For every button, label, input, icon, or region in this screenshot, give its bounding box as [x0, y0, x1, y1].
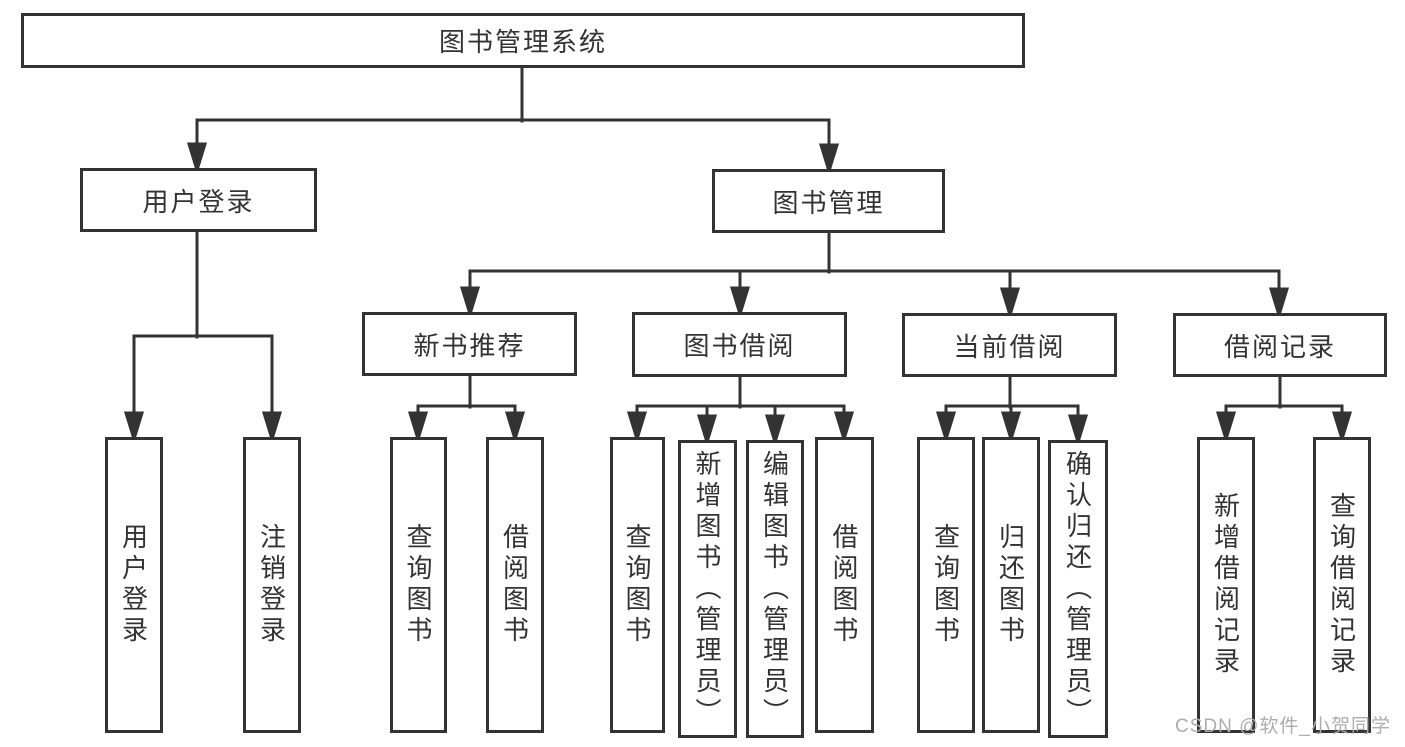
arrowhead-down-icon [833, 411, 855, 445]
leaf-add-borrow-record: 新增借阅记录 [1197, 437, 1255, 733]
arrowhead-down-icon [626, 411, 648, 445]
leaf-confirm-return-admin: 确认归还（管理员） [1048, 440, 1108, 738]
arrowhead-down-icon [459, 286, 481, 320]
node-library-management-system: 图书管理系统 [21, 13, 1025, 68]
connector-borrowing-records-to-children [1215, 375, 1353, 445]
node-user-login: 用户登录 [80, 168, 317, 232]
leaf-add-books-admin: 新增图书（管理员） [678, 440, 737, 738]
node-book-management: 图书管理 [712, 169, 945, 233]
connector-book-management-to-level3 [459, 231, 1290, 321]
leaf-logout: 注销登录 [243, 437, 301, 733]
arrowhead-down-icon [186, 142, 208, 176]
connector-root-to-level2 [186, 64, 840, 177]
arrowhead-down-icon [764, 414, 786, 448]
connector-new-book-recommend-to-children [407, 374, 526, 445]
arrowhead-down-icon [407, 411, 429, 445]
arrowhead-down-icon [1215, 411, 1237, 445]
arrowhead-down-icon [696, 414, 718, 448]
arrowhead-down-icon [1000, 411, 1022, 445]
node-new-book-recommend: 新书推荐 [362, 312, 577, 376]
arrowhead-down-icon [999, 287, 1021, 321]
leaf-borrow-books-recommend: 借阅图书 [486, 437, 544, 733]
arrowhead-down-icon [729, 286, 751, 320]
connector-user-login-to-children [123, 230, 283, 445]
leaf-return-books: 归还图书 [982, 437, 1040, 733]
arrowhead-down-icon [1268, 287, 1290, 321]
leaf-user-login: 用户登录 [105, 437, 163, 733]
leaf-query-books-recommend: 查询图书 [390, 437, 447, 733]
arrowhead-down-icon [261, 411, 283, 445]
arrowhead-down-icon [504, 411, 526, 445]
leaf-borrow-books: 借阅图书 [815, 437, 874, 733]
arrowhead-down-icon [818, 143, 840, 177]
arrowhead-down-icon [1067, 414, 1089, 448]
connector-book-borrowing-to-children [626, 375, 855, 448]
arrowhead-down-icon [1331, 411, 1353, 445]
leaf-query-borrow-record: 查询借阅记录 [1313, 437, 1371, 733]
leaf-query-books-borrowing: 查询图书 [610, 437, 665, 733]
node-book-borrowing: 图书借阅 [632, 312, 847, 377]
leaf-query-books-current: 查询图书 [917, 437, 975, 733]
node-borrowing-records: 借阅记录 [1173, 313, 1387, 377]
connector-current-borrowing-to-children [935, 375, 1089, 448]
arrowhead-down-icon [935, 411, 957, 445]
node-current-borrowing: 当前借阅 [902, 313, 1117, 377]
arrowhead-down-icon [123, 411, 145, 445]
leaf-edit-books-admin: 编辑图书（管理员） [746, 440, 804, 738]
